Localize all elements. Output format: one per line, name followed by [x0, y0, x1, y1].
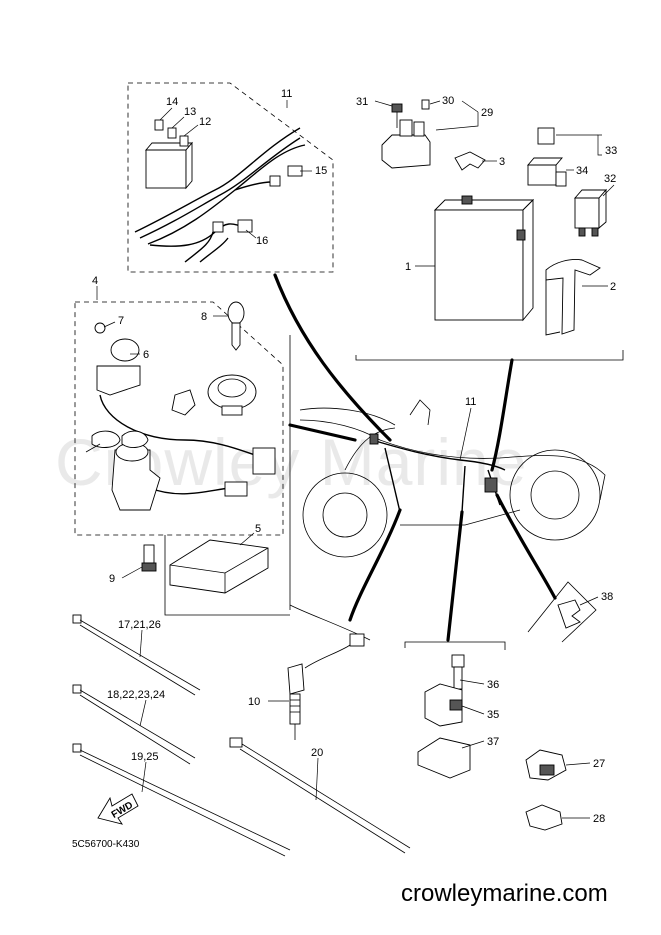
cable-tie-18[interactable]	[72, 684, 196, 765]
callout-37: 37	[487, 736, 499, 748]
callout-36: 36	[487, 679, 499, 691]
lower-parts: FWD	[72, 599, 581, 857]
callout-32: 32	[604, 173, 616, 185]
callout-15: 15	[315, 165, 327, 177]
connector-main[interactable]	[252, 447, 276, 475]
svg-text:FWD: FWD	[110, 800, 135, 821]
callout-11-bike: 11	[465, 396, 476, 408]
relay-34[interactable]	[527, 164, 557, 186]
pointer-lines	[273, 273, 597, 650]
callout-13: 13	[184, 106, 196, 118]
callout-5: 5	[255, 523, 261, 535]
battery-group	[355, 99, 624, 361]
callout-9: 9	[109, 573, 115, 585]
callout-4: 4	[92, 275, 98, 287]
lock-6[interactable]	[110, 338, 140, 362]
callout-2: 2	[610, 281, 616, 293]
callout-14: 14	[166, 96, 178, 108]
callout-34: 34	[576, 165, 588, 177]
callout-1: 1	[405, 261, 411, 273]
harness-inset	[127, 82, 334, 273]
callout-29: 29	[481, 107, 493, 119]
cable-tie-19[interactable]	[72, 743, 291, 857]
callout-35: 35	[487, 709, 499, 721]
callout-10: 10	[248, 696, 260, 708]
callout-labels: 11 14 13 12 15 16 31 30 29 3 33 34 32 1 …	[92, 88, 617, 825]
bracket-37[interactable]	[417, 737, 471, 779]
connector-15[interactable]	[287, 165, 303, 177]
ecu-unit[interactable]	[169, 539, 269, 594]
fuse-box[interactable]	[145, 149, 187, 189]
callout-28: 28	[593, 813, 605, 825]
fwd-arrow: FWD	[97, 793, 139, 825]
starter-relay[interactable]	[381, 134, 431, 169]
main-switch[interactable]	[111, 449, 161, 511]
site-footer[interactable]: crowleymarine.com	[401, 880, 608, 907]
callout-20: 20	[311, 747, 323, 759]
main-switch-inset-border	[74, 301, 284, 536]
sensor-10[interactable]	[287, 633, 365, 740]
callout-leaders	[96, 100, 615, 819]
callout-30: 30	[442, 95, 454, 107]
callout-33: 33	[605, 145, 617, 157]
relay-33[interactable]	[537, 127, 555, 145]
callout-38: 38	[601, 591, 613, 603]
relay-on-bike	[484, 477, 498, 493]
callout-7: 7	[118, 315, 124, 327]
fuel-cap-lock[interactable]	[207, 374, 257, 410]
callout-18-22-23-24: 18,22,23,24	[107, 689, 165, 701]
fuse-13[interactable]	[167, 127, 177, 139]
relay-32[interactable]	[574, 197, 600, 229]
diagram-code: 5C56700-K430	[72, 839, 140, 850]
main-switch-inset	[74, 301, 290, 616]
callout-8: 8	[201, 311, 207, 323]
cable-tie-20[interactable]	[229, 737, 411, 854]
battery-band[interactable]	[545, 259, 601, 335]
callout-27: 27	[593, 758, 605, 770]
bolt-31[interactable]	[391, 103, 403, 113]
callout-31: 31	[356, 96, 368, 108]
callout-19-25: 19,25	[131, 751, 159, 763]
connector-16[interactable]	[237, 219, 253, 233]
fuse-12[interactable]	[179, 135, 189, 147]
holder-28[interactable]	[525, 804, 563, 831]
bracket-35[interactable]	[424, 683, 463, 727]
fuse-30[interactable]	[421, 99, 430, 110]
callout-6: 6	[143, 349, 149, 361]
terminal-cover[interactable]	[454, 151, 486, 171]
bolt-9[interactable]	[143, 544, 155, 564]
screw-7[interactable]	[94, 322, 106, 334]
callout-16: 16	[256, 235, 268, 247]
callout-3: 3	[499, 156, 505, 168]
bracket-38[interactable]	[557, 599, 581, 629]
callout-11: 11	[281, 88, 292, 100]
key-blank[interactable]	[227, 301, 245, 325]
callout-17-21-26: 17,21,26	[118, 619, 161, 631]
battery[interactable]	[434, 209, 524, 321]
bolt-36[interactable]	[451, 654, 465, 668]
harness-inset-border	[127, 82, 334, 273]
callout-12: 12	[199, 116, 211, 128]
fuse-14[interactable]	[154, 119, 164, 131]
